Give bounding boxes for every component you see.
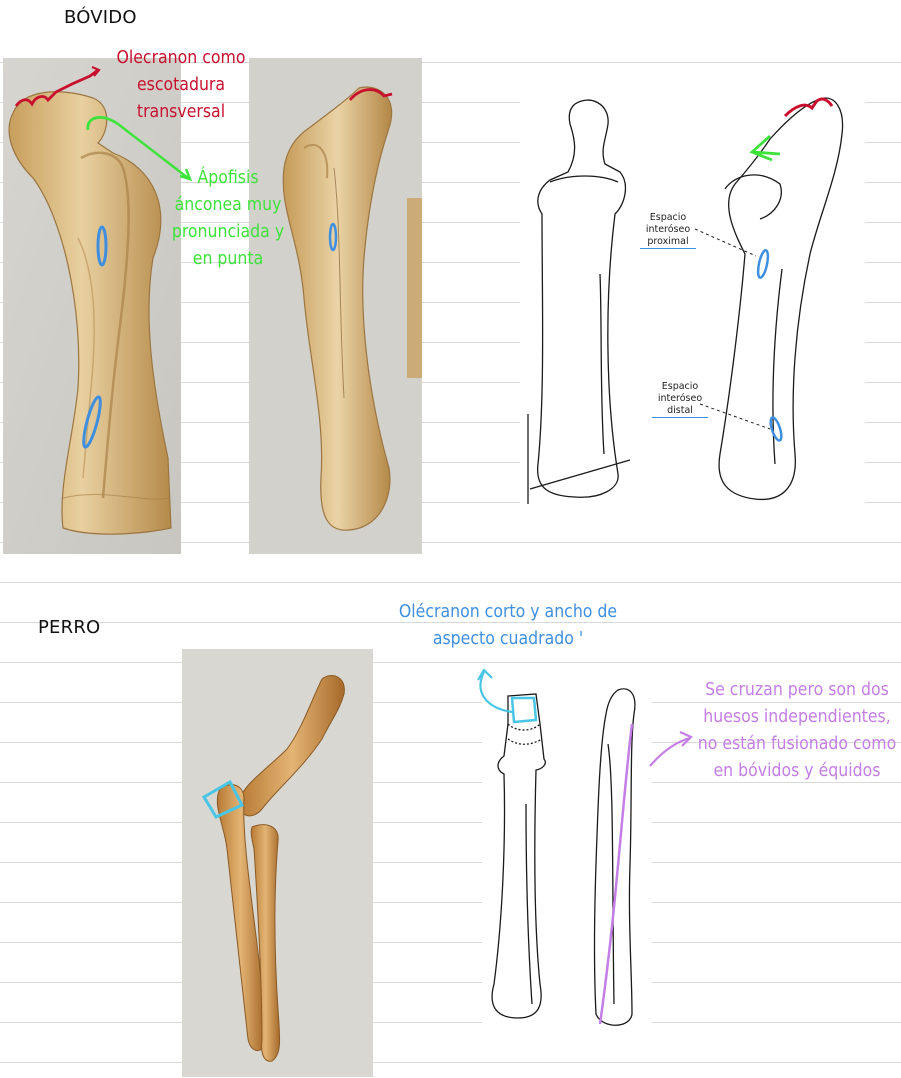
perro-section-label: PERRO — [38, 617, 101, 638]
bovido-annotation-overlay — [14, 65, 393, 449]
note-bovido-olecranon: Olecranon como escotadura transversal — [116, 48, 246, 122]
perro-annotation-overlay — [477, 668, 693, 767]
note-perro-olecranon: Olécranon corto y ancho de aspecto cuadr… — [398, 602, 618, 649]
bovido-section-label: BÓVIDO — [64, 7, 137, 28]
bovido-line-drawing — [520, 94, 865, 514]
label-espacio-proximal: Espacio interóseo proximal — [640, 212, 696, 249]
perro-line-drawing — [482, 684, 652, 1034]
note-perro-cruzan: Se cruzan pero son dos huesos independie… — [697, 680, 897, 781]
bovido-bone-photo-right — [249, 58, 422, 554]
note-bovido-apofisis: Ápofisis ánconea muy pronunciada y en pu… — [171, 168, 285, 269]
bovido-bone-photo-left — [3, 58, 181, 554]
label-espacio-distal: Espacio interóseo distal — [652, 381, 708, 418]
perro-bone-photo — [182, 649, 373, 1077]
